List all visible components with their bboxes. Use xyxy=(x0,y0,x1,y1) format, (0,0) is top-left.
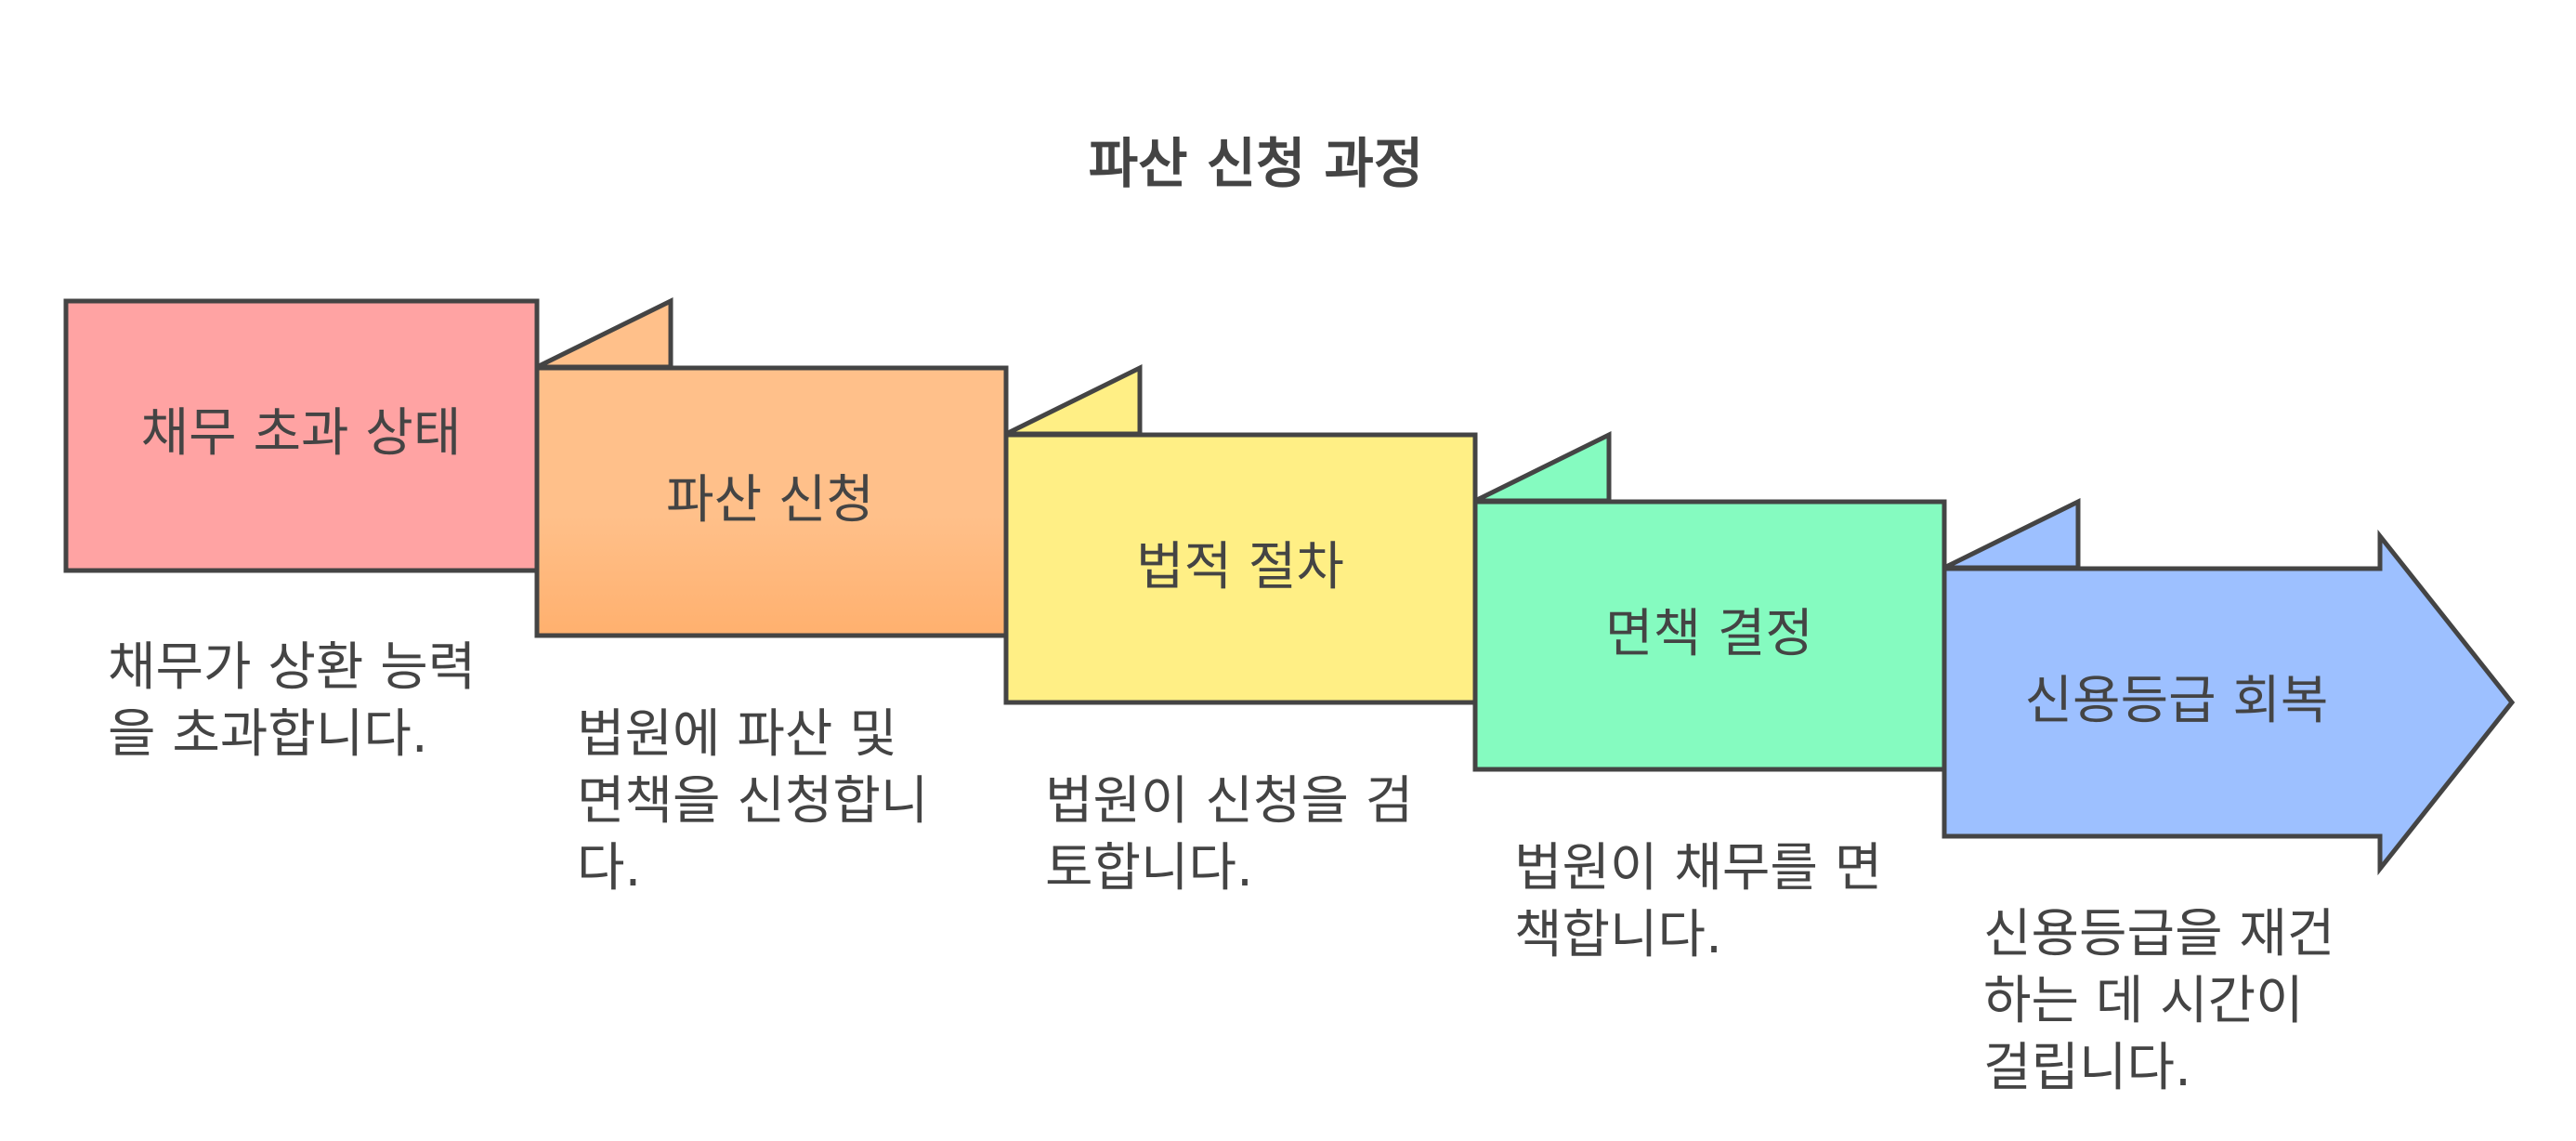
description-line: 법원이 신청을 검 xyxy=(1045,771,1413,832)
step-credit-recovery-description: 신용등급을 재건 하는 데 시간이 걸립니다. xyxy=(1983,904,2351,1098)
description-line: 책합니다. xyxy=(1514,905,1722,965)
step-debt-excess: 채무 초과 상태 xyxy=(63,296,673,573)
diagram-title: 파산 신청 과정 xyxy=(1089,132,1424,195)
step-credit-recovery-arrow xyxy=(1942,529,2516,876)
description-line: 토합니다. xyxy=(1045,838,1253,898)
step-legal-procedure: 법적 절차 xyxy=(1003,430,1612,705)
description-line: 하는 데 시간이 xyxy=(1983,971,2304,1031)
description-line: 채무가 상환 능력 xyxy=(108,637,476,698)
description-line: 을 초과합니다. xyxy=(108,704,428,765)
step-bankruptcy-filing-label: 파산 신청 xyxy=(666,470,874,531)
description-line: 걸립니다. xyxy=(1983,1038,2191,1098)
step-discharge-decision-box xyxy=(1472,499,1947,772)
step-legal-procedure-fold xyxy=(1473,430,1612,504)
step-debt-excess-fold xyxy=(535,296,673,370)
description-line: 신용등급을 재건 xyxy=(1983,904,2334,964)
step-discharge-decision: 면책 결정 xyxy=(1472,497,2081,772)
step-credit-recovery: 신용등급 회복 xyxy=(1942,529,2516,876)
step-bankruptcy-filing-fold xyxy=(1004,363,1143,437)
step-credit-recovery-label: 신용등급 회복 xyxy=(2025,671,2329,731)
step-bankruptcy-filing-box xyxy=(534,365,1009,638)
step-bankruptcy-filing: 파산 신청 xyxy=(534,363,1143,638)
step-discharge-decision-label: 면책 결정 xyxy=(1605,604,1813,664)
step-legal-procedure-label: 법적 절차 xyxy=(1136,537,1344,597)
description-line: 법원이 채무를 면 xyxy=(1514,838,1882,898)
step-discharge-decision-fold xyxy=(1942,497,2081,570)
step-legal-procedure-description: 법원이 신청을 검 토합니다. xyxy=(1045,771,1430,898)
step-debt-excess-box xyxy=(63,298,540,573)
step-bankruptcy-filing-description: 법원에 파산 및 면책을 신청합니 다. xyxy=(577,704,945,898)
description-line: 다. xyxy=(577,838,641,898)
step-debt-excess-description: 채무가 상환 능력 을 초과합니다. xyxy=(108,637,492,765)
description-line: 면책을 신청합니 xyxy=(577,771,928,832)
step-discharge-decision-description: 법원이 채무를 면 책합니다. xyxy=(1514,838,1899,965)
description-line: 법원에 파산 및 xyxy=(577,704,897,765)
step-legal-procedure-box xyxy=(1003,432,1478,705)
step-debt-excess-label: 채무 초과 상태 xyxy=(141,403,462,464)
